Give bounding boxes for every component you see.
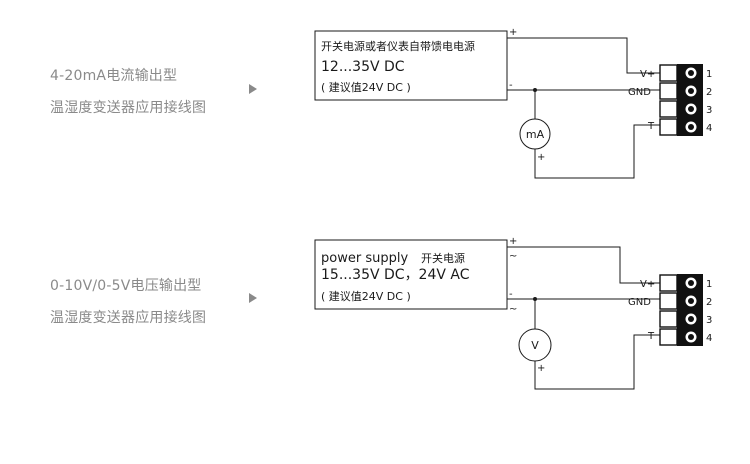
diagram1-plus-wire bbox=[507, 37, 660, 74]
diagram2-pin-number-2: 2 bbox=[706, 297, 712, 308]
diagram1-pin-number-4: 4 bbox=[706, 123, 712, 134]
diagram2-caption-title: 0-10V/0-5V电压输出型 bbox=[50, 278, 202, 294]
diagram1-screw-2-center bbox=[688, 88, 694, 94]
diagram1-terminal-body bbox=[681, 64, 703, 136]
diagram2-meter-plus-label: + bbox=[537, 363, 545, 374]
diagram1-arrow-icon bbox=[249, 84, 257, 94]
diagram1-pin-number-3: 3 bbox=[706, 105, 712, 116]
diagram2-junction-dot bbox=[533, 297, 537, 301]
diagram2-screw-4-center bbox=[688, 334, 694, 340]
diagram1-box-title: 开关电源或者仪表自带馈电电源 bbox=[321, 39, 475, 53]
diagram1-terminal-block bbox=[659, 64, 703, 136]
diagram1-power-supply-box bbox=[314, 30, 508, 101]
diagram2-screw-2-center bbox=[688, 298, 694, 304]
diagram1-pin-number-2: 2 bbox=[706, 87, 712, 98]
diagram1-minus-label: - bbox=[509, 80, 513, 91]
diagram1-caption-title: 4-20mA电流输出型 bbox=[50, 68, 178, 84]
diagram1-terminal-slot-2 bbox=[659, 82, 678, 100]
diagram1-pin-gnd-label: GND bbox=[628, 87, 651, 98]
diagram1-plus-label: + bbox=[509, 27, 517, 38]
diagram2-terminal-lip bbox=[677, 274, 681, 346]
diagram1-caption-subtitle: 温湿度变送器应用接线图 bbox=[50, 100, 207, 116]
diagram2-terminal-slot-2 bbox=[659, 292, 678, 310]
diagram2-pin-number-3: 3 bbox=[706, 315, 712, 326]
diagram1-wiring bbox=[314, 30, 660, 179]
diagram1-terminal-slot-3 bbox=[659, 100, 678, 118]
diagram2-box-voltage: 15...35V DC，24V AC bbox=[321, 267, 470, 283]
diagram2-box-recommend: ( 建议值24V DC ) bbox=[321, 289, 411, 303]
diagram2-pin-v-label: V+ bbox=[640, 279, 655, 290]
diagram2-terminal-slot-1 bbox=[659, 274, 678, 292]
diagram2-pin-number-1: 1 bbox=[706, 279, 712, 290]
diagram1-meter-label: mA bbox=[526, 128, 545, 141]
diagram1-pin-v-label: V+ bbox=[640, 69, 655, 80]
diagram1-junction-dot bbox=[533, 88, 537, 92]
diagram2-t-wire bbox=[534, 334, 660, 390]
diagram2-plus-wire bbox=[507, 246, 660, 284]
diagram1-terminal-lip bbox=[677, 64, 681, 136]
diagram1-caption: 4-20mA电流输出型 温湿度变送器应用接线图 bbox=[50, 64, 206, 120]
diagram2-caption-subtitle: 温湿度变送器应用接线图 bbox=[50, 310, 207, 326]
diagram2-terminal-block bbox=[659, 274, 703, 346]
diagram2-terminal-slot-4 bbox=[659, 328, 678, 346]
diagram2-tilde-top-label: ~ bbox=[509, 251, 517, 262]
diagram1-pin-number-1: 1 bbox=[706, 69, 712, 80]
diagram2-box-title-zh: 开关电源 bbox=[421, 251, 465, 265]
diagram1-meter-plus-label: + bbox=[537, 152, 545, 163]
diagram2-tilde-bottom-label: ~ bbox=[509, 304, 517, 315]
diagram2-pin-t-label: T bbox=[647, 331, 655, 342]
diagram2-terminal-body bbox=[681, 274, 703, 346]
diagram2-power-supply-box bbox=[314, 239, 508, 310]
diagram2-wiring bbox=[314, 239, 660, 390]
diagram1-box-voltage: 12...35V DC bbox=[321, 59, 405, 75]
diagram1-terminal-slot-1 bbox=[659, 64, 678, 82]
diagram2-pin-gnd-label: GND bbox=[628, 297, 651, 308]
diagram1-t-wire bbox=[534, 124, 660, 179]
diagram1-screw-4-center bbox=[688, 124, 694, 130]
diagram2-meter-label: V bbox=[531, 339, 539, 352]
diagram2-screw-3-center bbox=[688, 316, 694, 322]
diagram1-screw-3-center bbox=[688, 106, 694, 112]
diagram2-arrow-icon bbox=[249, 293, 257, 303]
diagram2-box-title-en: power supply bbox=[321, 251, 408, 266]
diagram1-box-recommend: ( 建议值24V DC ) bbox=[321, 80, 411, 94]
diagram1-terminal-slot-4 bbox=[659, 118, 678, 136]
diagram2-plus-label: + bbox=[509, 236, 517, 247]
diagram2-terminal-slot-3 bbox=[659, 310, 678, 328]
diagram1-pin-t-label: T bbox=[647, 121, 655, 132]
diagram2-screw-1-center bbox=[688, 280, 694, 286]
diagram1-screw-1-center bbox=[688, 70, 694, 76]
diagram2-pin-number-4: 4 bbox=[706, 333, 712, 344]
diagram2-minus-label: - bbox=[509, 289, 513, 300]
diagram2-caption: 0-10V/0-5V电压输出型 温湿度变送器应用接线图 bbox=[50, 274, 206, 330]
